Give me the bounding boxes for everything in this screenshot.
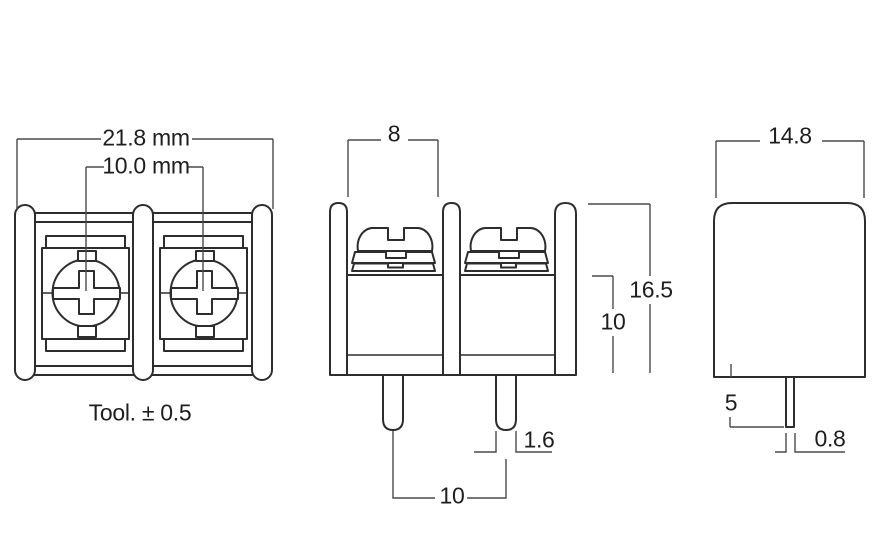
clamp-tab-bottom (195, 325, 215, 338)
dim-pin-length-label: 5 (724, 389, 738, 416)
front-cell-left (346, 274, 444, 376)
dim-pin-length-lines (729, 364, 784, 428)
clamp-saddle (464, 262, 549, 272)
side-view (713, 140, 866, 453)
dim-screw-pitch-label: 10.0 mm (102, 152, 190, 179)
front-barrier-left (329, 202, 348, 376)
dim-depth-lines (715, 140, 865, 198)
top-view (14, 138, 274, 381)
dim-pin-pitch-label: 10 (439, 482, 465, 509)
dim-cell-width-label: 8 (387, 120, 401, 147)
screw-head-side (356, 227, 434, 252)
dim-pin-pitch-lines (392, 431, 507, 499)
dim-pin-width-label: 1.6 (523, 426, 555, 453)
dim-screw-pitch-lines (85, 166, 204, 291)
barrier-right (251, 204, 273, 381)
dim-pin-thickness-label: 0.8 (814, 425, 846, 452)
clamp-tab-bottom (77, 325, 97, 338)
front-barrier-middle (442, 202, 461, 376)
dim-overall-height-label: 16.5 (629, 276, 673, 303)
pin-left (382, 375, 404, 431)
dim-overall-width-lines (16, 138, 274, 209)
dim-overall-height-lines (588, 203, 651, 373)
dim-pin-thickness-lines (775, 433, 845, 453)
dim-body-height-lines (592, 275, 614, 373)
washer-plate (464, 251, 549, 264)
pin-right (495, 375, 517, 431)
terminal-cell-left (41, 235, 130, 352)
terminal-cell-right (159, 235, 248, 352)
front-view (329, 139, 651, 499)
barrier-middle (132, 204, 154, 381)
clamp-tab-top (77, 250, 97, 262)
clamp-tab-top (195, 250, 215, 262)
side-body (713, 202, 866, 378)
dim-cell-width-lines (347, 139, 439, 197)
barrier-left (14, 204, 36, 381)
phillips-cross-icon (170, 270, 239, 315)
screw-stack-right (464, 227, 549, 272)
screw-stack-left (351, 227, 436, 272)
dim-pin-width-lines (474, 431, 552, 453)
phillips-cross-icon (52, 270, 121, 315)
washer-plate (351, 251, 436, 264)
dim-overall-width-label: 21.8 mm (102, 124, 190, 151)
front-barrier-right (554, 202, 577, 376)
clamp-saddle (351, 262, 436, 272)
screw-head-side (469, 227, 547, 252)
tolerance-note: Tool. ± 0.5 (88, 399, 192, 426)
side-pin (785, 376, 795, 428)
dim-body-height-label: 10 (600, 308, 626, 335)
front-cell-right (459, 274, 557, 376)
dim-depth-label: 14.8 (768, 122, 812, 149)
